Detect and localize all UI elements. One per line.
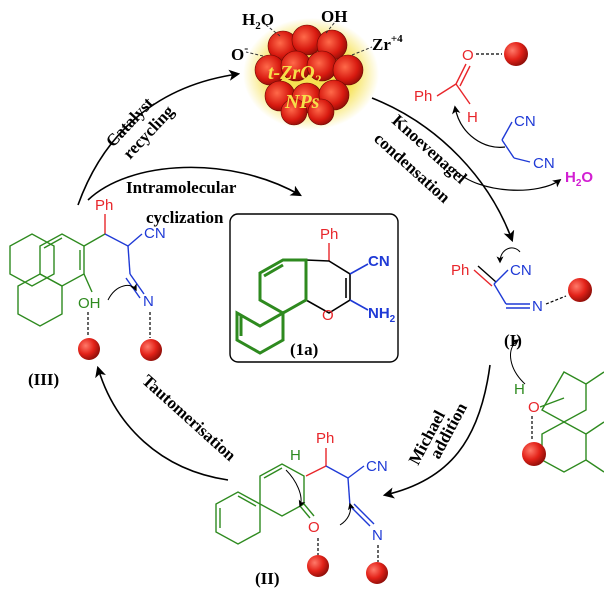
catalyst-h2o: H2O xyxy=(242,10,274,32)
label-tautomerisation: Tautomerisation xyxy=(138,371,240,465)
svg-text:O: O xyxy=(528,399,540,416)
svg-text:CN: CN xyxy=(510,262,532,279)
svg-text:NH2: NH2 xyxy=(368,305,396,325)
arrow-knoevenagel xyxy=(371,97,515,243)
svg-text:Ph: Ph xyxy=(451,262,469,279)
svg-text:CN: CN xyxy=(144,225,166,242)
arrow-michael xyxy=(382,364,491,499)
cycle-arrows xyxy=(77,69,515,499)
intermediate-II: Ph CN N H O (II) xyxy=(215,430,388,588)
label-intramolecular: Intramolecular xyxy=(126,178,237,197)
label-I: (I) xyxy=(504,331,522,350)
svg-text:O: O xyxy=(322,307,334,324)
svg-text:CN: CN xyxy=(366,458,388,475)
intermediate-I: Ph CN N (I) xyxy=(451,247,592,350)
cn-malono-2: CN xyxy=(533,155,555,172)
svg-text:N: N xyxy=(372,527,383,544)
svg-text:H: H xyxy=(290,447,301,464)
ph-benzaldehyde: Ph xyxy=(414,88,432,105)
product-box: Ph O CN NH2 (1a) xyxy=(229,213,399,363)
arrow-intramolecular xyxy=(87,166,302,201)
arrow-catalyst-recycling xyxy=(77,69,241,206)
catalyst-ball xyxy=(504,42,528,66)
svg-text:O: O xyxy=(308,519,320,536)
svg-text:Ph: Ph xyxy=(95,197,113,214)
benzaldehyde-group: Ph O H xyxy=(414,42,528,148)
catalyst-zr: Zr+4 xyxy=(372,33,403,54)
label-III: (III) xyxy=(28,370,59,389)
catalyst-oh: OH xyxy=(321,7,347,26)
malononitrile-group: CN CN H2O xyxy=(454,113,593,191)
intermediate-III: Ph CN N OH (III) xyxy=(9,197,166,389)
o-benzaldehyde: O xyxy=(462,47,474,64)
label-cyclization: cyclization xyxy=(146,208,224,227)
svg-text:Ph: Ph xyxy=(320,226,338,243)
catalyst-nps: NPs xyxy=(284,91,320,113)
catalyst-name: t-ZrO2 xyxy=(268,62,322,87)
svg-text:N: N xyxy=(532,298,543,315)
label-1a: (1a) xyxy=(290,340,318,359)
cn-malono-1: CN xyxy=(514,113,536,130)
svg-text:OH: OH xyxy=(78,295,101,312)
svg-text:Ph: Ph xyxy=(316,430,334,447)
h-benzaldehyde: H xyxy=(467,109,478,126)
catalyst-spheres xyxy=(254,24,364,126)
svg-text:N: N xyxy=(143,293,154,310)
catalyst-o-minus: O- xyxy=(231,41,248,64)
naphthol-right: H O xyxy=(510,339,604,473)
catalyst-cluster: H2O OH O- Zr+4 t-ZrO2 NPs xyxy=(231,7,403,130)
arrow-tautomerisation xyxy=(95,365,229,481)
label-II: (II) xyxy=(255,569,280,588)
svg-text:CN: CN xyxy=(368,253,390,270)
h2o-byproduct: H2O xyxy=(565,169,593,189)
svg-text:H: H xyxy=(514,381,525,398)
